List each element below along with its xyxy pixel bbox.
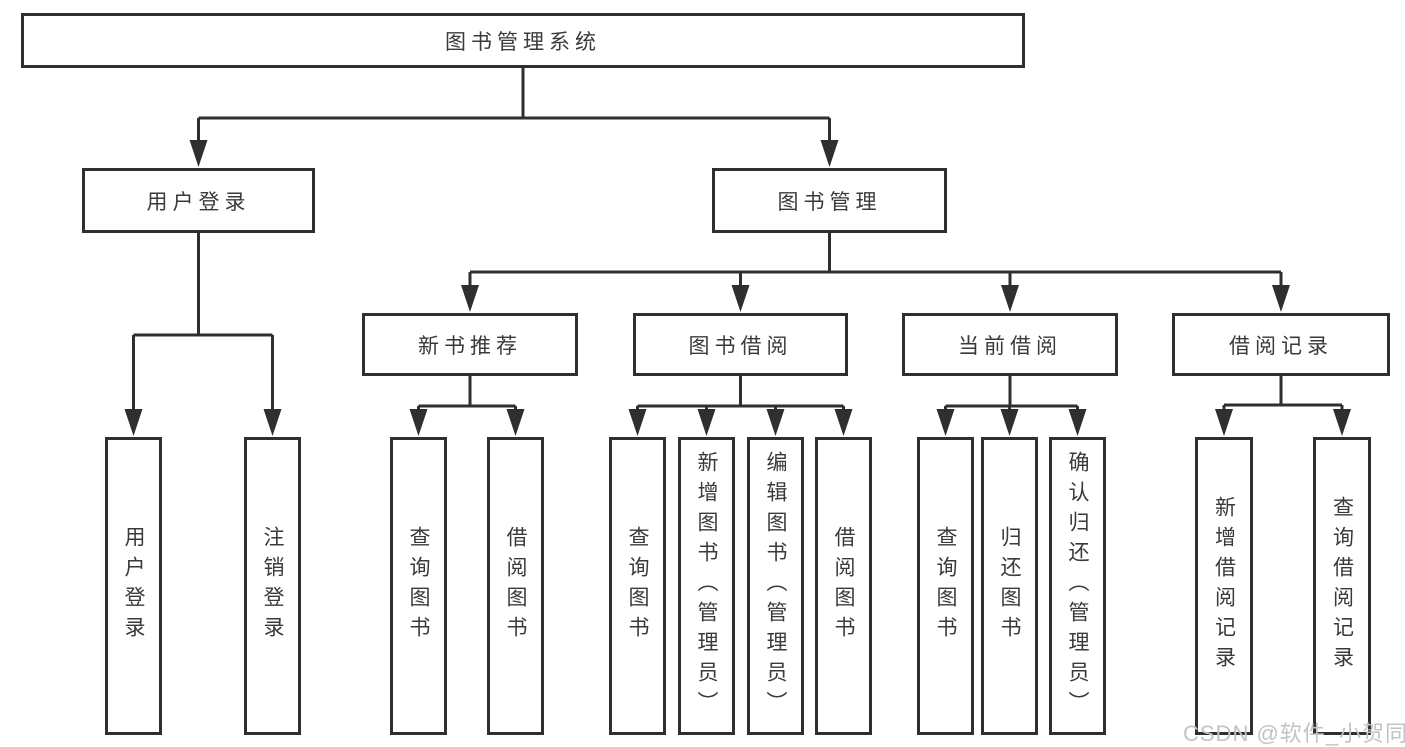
node-borrowing-records: 借阅记录 bbox=[1172, 313, 1390, 376]
arrowhead-icon bbox=[628, 409, 647, 436]
leaf-query-borrow-record: 查询借阅记录 bbox=[1313, 437, 1371, 735]
arrowhead-icon bbox=[1068, 409, 1087, 436]
leaf-borrow-books-recommend: 借阅图书 bbox=[487, 437, 544, 735]
leaf-add-book-admin-label: 新增图书（管理员） bbox=[695, 451, 718, 721]
node-new-book-recommendation: 新书推荐 bbox=[362, 313, 578, 376]
node-book-borrowing-label: 图书借阅 bbox=[688, 334, 793, 358]
leaf-query-books-current-label: 查询图书 bbox=[934, 526, 957, 646]
arrowhead-icon bbox=[697, 409, 716, 436]
arrowhead-icon bbox=[1272, 285, 1290, 312]
arrowhead-icon bbox=[731, 285, 750, 312]
arrowheads bbox=[124, 140, 1351, 436]
leaf-query-books-current: 查询图书 bbox=[917, 437, 974, 735]
node-current-borrowing: 当前借阅 bbox=[902, 313, 1118, 376]
leaf-confirm-return-admin: 确认归还（管理员） bbox=[1049, 437, 1106, 735]
leaf-borrow-books-borrowing-label: 借阅图书 bbox=[832, 526, 855, 646]
node-book-management: 图书管理 bbox=[712, 168, 947, 233]
leaf-query-books-recommend-label: 查询图书 bbox=[407, 526, 430, 646]
watermark: CSDN @软件_小贺同学 bbox=[1183, 721, 1405, 746]
leaf-query-borrow-record-label: 查询借阅记录 bbox=[1330, 496, 1354, 676]
node-root: 图书管理系统 bbox=[21, 13, 1025, 68]
arrowhead-icon bbox=[409, 409, 428, 436]
arrowhead-icon bbox=[766, 409, 785, 436]
leaf-user-login: 用户登录 bbox=[105, 437, 162, 735]
node-user-login-label: 用户登录 bbox=[146, 190, 251, 214]
arrowhead-icon bbox=[1001, 285, 1019, 312]
leaf-add-book-admin: 新增图书（管理员） bbox=[678, 437, 735, 735]
node-borrowing-records-label: 借阅记录 bbox=[1229, 334, 1333, 358]
node-book-management-label: 图书管理 bbox=[777, 190, 882, 214]
arrowhead-icon bbox=[1333, 409, 1351, 436]
arrowhead-icon bbox=[189, 140, 208, 167]
node-book-borrowing: 图书借阅 bbox=[633, 313, 848, 376]
leaf-logout-label: 注销登录 bbox=[261, 526, 284, 646]
arrowhead-icon bbox=[936, 409, 955, 436]
leaf-query-books-borrowing: 查询图书 bbox=[609, 437, 666, 735]
leaf-logout: 注销登录 bbox=[244, 437, 301, 735]
node-user-login: 用户登录 bbox=[82, 168, 315, 233]
leaf-user-login-label: 用户登录 bbox=[122, 526, 145, 646]
leaf-add-borrow-record-label: 新增借阅记录 bbox=[1212, 496, 1236, 676]
arrowhead-icon bbox=[506, 409, 525, 436]
arrowhead-icon bbox=[263, 409, 282, 436]
leaf-borrow-books-recommend-label: 借阅图书 bbox=[504, 526, 527, 646]
arrowhead-icon bbox=[1215, 409, 1233, 436]
node-new-book-recommendation-label: 新书推荐 bbox=[418, 334, 522, 358]
arrowhead-icon bbox=[124, 409, 143, 436]
node-root-label: 图书管理系统 bbox=[445, 30, 601, 54]
leaf-borrow-books-borrowing: 借阅图书 bbox=[815, 437, 872, 735]
leaf-add-borrow-record: 新增借阅记录 bbox=[1195, 437, 1253, 735]
node-current-borrowing-label: 当前借阅 bbox=[958, 334, 1062, 358]
arrowhead-icon bbox=[1000, 409, 1019, 436]
leaf-confirm-return-admin-label: 确认归还（管理员） bbox=[1066, 451, 1089, 721]
leaf-query-books-borrowing-label: 查询图书 bbox=[626, 526, 649, 646]
arrowhead-icon bbox=[820, 140, 839, 167]
leaf-return-books: 归还图书 bbox=[981, 437, 1038, 735]
leaf-query-books-recommend: 查询图书 bbox=[390, 437, 447, 735]
arrowhead-icon bbox=[834, 409, 853, 436]
leaf-edit-book-admin: 编辑图书（管理员） bbox=[747, 437, 804, 735]
leaf-return-books-label: 归还图书 bbox=[998, 526, 1021, 646]
leaf-edit-book-admin-label: 编辑图书（管理员） bbox=[764, 451, 787, 721]
arrowhead-icon bbox=[461, 285, 479, 312]
